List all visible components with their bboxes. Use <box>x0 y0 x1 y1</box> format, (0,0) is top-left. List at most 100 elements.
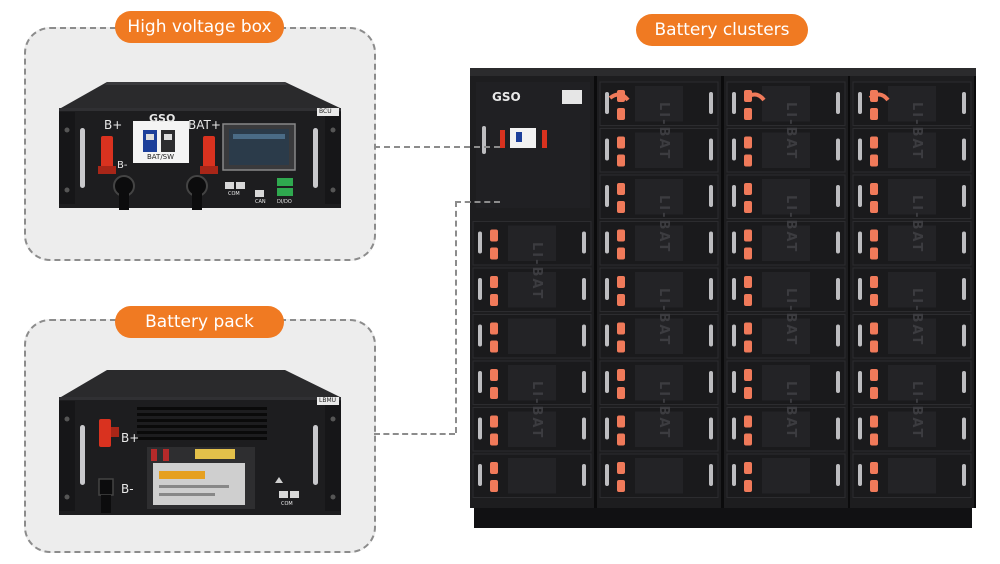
module-terminal <box>744 247 752 260</box>
module-face <box>635 225 683 261</box>
hv-unit-tag: BCU <box>319 108 332 115</box>
module-handle <box>582 371 586 393</box>
module-handle <box>858 92 862 114</box>
module-terminal <box>490 340 498 353</box>
module-handle <box>478 231 482 254</box>
cluster-hv-connector <box>542 130 547 148</box>
cluster-hv-handle <box>482 126 486 154</box>
module-terminal <box>617 276 625 288</box>
module-terminal <box>490 415 498 428</box>
module-handle <box>709 371 713 393</box>
module-handle <box>582 278 586 300</box>
module-handle <box>836 417 840 440</box>
connector-pack-vertical <box>455 201 457 433</box>
module-face <box>508 318 556 354</box>
pack-b-minus-label: B- <box>121 482 134 496</box>
module-face <box>635 132 683 168</box>
module-face <box>888 132 936 168</box>
module-handle <box>605 138 609 161</box>
module-handle <box>962 185 966 207</box>
module-handle <box>582 464 586 486</box>
module-handle <box>858 185 862 207</box>
module-face <box>888 365 936 401</box>
hv-can-label: CAN <box>255 199 266 205</box>
module-terminal <box>744 108 752 120</box>
hv-bat-sw-label: BAT/SW <box>147 153 175 161</box>
module-terminal <box>870 247 878 260</box>
module-handle <box>962 464 966 486</box>
module-terminal <box>870 480 878 492</box>
module-face <box>508 365 556 401</box>
module-face <box>508 272 556 308</box>
module-handle <box>962 324 966 347</box>
module-handle <box>605 464 609 486</box>
module-handle <box>605 231 609 254</box>
module-handle <box>858 278 862 300</box>
module-handle <box>605 92 609 114</box>
module-terminal <box>490 387 498 399</box>
power-cable <box>868 92 890 102</box>
module-face <box>508 225 556 261</box>
module-handle <box>582 324 586 347</box>
module-handle <box>709 278 713 300</box>
module-terminal <box>870 136 878 149</box>
module-handle <box>732 92 736 114</box>
module-handle <box>962 371 966 393</box>
module-handle <box>478 371 482 393</box>
module-face <box>888 272 936 308</box>
module-face <box>635 179 683 215</box>
cabinet-gap <box>594 76 597 508</box>
module-face <box>888 86 936 122</box>
cluster-logo: GSO <box>492 90 521 104</box>
cluster-hv-tag <box>562 90 582 104</box>
module-terminal <box>490 322 498 335</box>
rack-top-cap <box>470 68 976 78</box>
cabinet-gap <box>848 76 851 508</box>
module-handle <box>858 417 862 440</box>
module-handle <box>858 464 862 486</box>
module-handle <box>836 185 840 207</box>
module-handle <box>732 138 736 161</box>
module-terminal <box>870 183 878 195</box>
hv-box-unit <box>59 82 341 210</box>
module-handle <box>732 371 736 393</box>
module-terminal <box>617 201 625 213</box>
module-terminal <box>744 387 752 399</box>
module-handle <box>709 417 713 440</box>
module-face <box>762 86 810 122</box>
module-terminal <box>870 294 878 306</box>
module-handle <box>709 324 713 347</box>
module-terminal <box>617 322 625 335</box>
module-face <box>508 458 556 494</box>
module-handle <box>478 324 482 347</box>
module-handle <box>858 138 862 161</box>
module-face <box>762 365 810 401</box>
module-handle <box>709 92 713 114</box>
module-terminal <box>744 183 752 195</box>
module-terminal <box>617 183 625 195</box>
module-face <box>762 179 810 215</box>
module-handle <box>605 185 609 207</box>
module-handle <box>732 278 736 300</box>
module-handle <box>732 324 736 347</box>
module-handle <box>478 464 482 486</box>
module-terminal <box>490 294 498 306</box>
hv-b-minus-label: B- <box>117 160 128 171</box>
module-face <box>762 225 810 261</box>
module-face <box>635 411 683 447</box>
module-terminal <box>870 340 878 353</box>
module-terminal <box>744 322 752 335</box>
cabinet-gap <box>974 76 976 508</box>
module-terminal <box>870 433 878 446</box>
module-terminal <box>617 229 625 242</box>
module-face <box>635 272 683 308</box>
module-face <box>508 411 556 447</box>
module-terminal <box>870 276 878 288</box>
module-terminal <box>490 276 498 288</box>
module-terminal <box>617 480 625 492</box>
module-terminal <box>870 154 878 167</box>
module-handle <box>709 231 713 254</box>
power-cable <box>744 92 766 102</box>
module-handle <box>709 464 713 486</box>
module-face <box>888 411 936 447</box>
